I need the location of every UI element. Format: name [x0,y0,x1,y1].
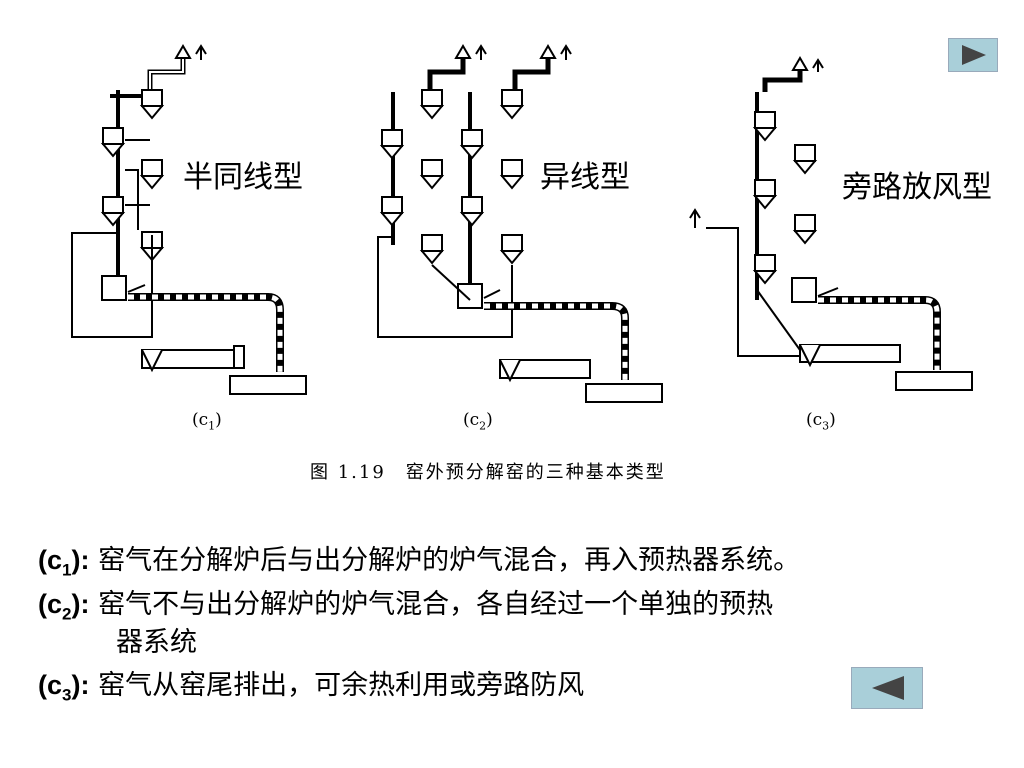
description-c1: (c1): 窑气在分解炉后与出分解炉的炉气混合，再入预热器系统。 [38,545,801,580]
prev-slide-button[interactable] [851,667,923,709]
kiln-diagram [71,44,973,403]
c2-title: 异线型 [540,160,630,195]
play-right-icon [962,45,986,65]
play-left-icon [872,676,904,700]
figure-caption: 图 1.19 窑外预分解窑的三种基本类型 [310,462,666,483]
diagram-c2 [377,44,663,403]
c1-label: (c1) [192,410,222,433]
diagram-c1 [71,44,307,395]
c2-label: (c2) [463,410,493,433]
next-slide-button[interactable] [948,38,998,72]
description-c2-continued: 器系统 [116,627,197,658]
c3-label: (c3) [806,410,836,433]
diagram-c3 [689,56,973,391]
c1-title: 半同线型 [183,160,303,195]
c3-title: 旁路放风型 [842,170,992,205]
description-c2: (c2): 窑气不与出分解炉的炉气混合，各自经过一个单独的预热 [38,589,774,624]
description-c3: (c3): 窑气从窑尾排出，可余热利用或旁路防风 [38,670,585,705]
